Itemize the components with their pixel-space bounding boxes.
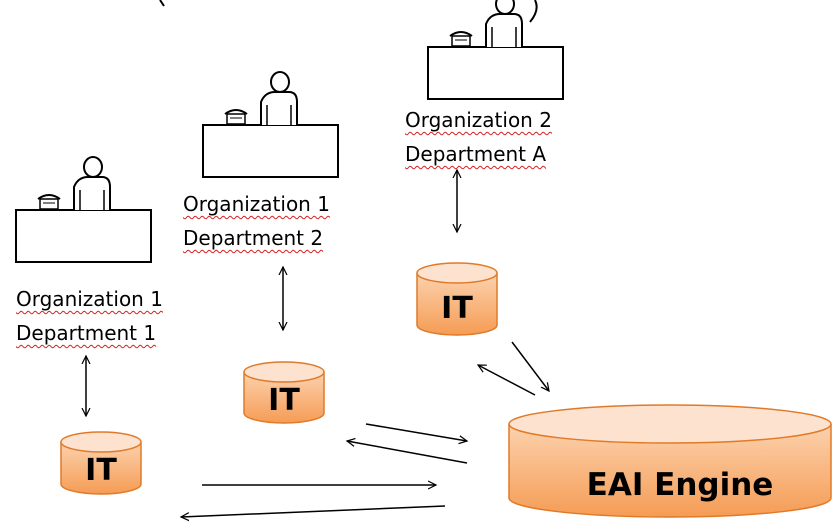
title-fragment-right (529, 0, 538, 23)
phone-icon (37, 194, 61, 210)
workstation-2-icon (202, 71, 339, 178)
station-1-dept: Department 1 (16, 321, 157, 345)
arrow-it3-to-eai (511, 341, 549, 391)
it-label-1: IT (85, 453, 117, 488)
station-3-org: Organization 2 (405, 108, 552, 132)
arrow-eai-to-it1 (181, 505, 446, 517)
station-2-dept: Department 2 (183, 226, 324, 250)
arrow-it2-to-eai (365, 423, 467, 441)
phone-icon (449, 31, 473, 47)
station-1-label: Organization 1 Department 1 (16, 282, 163, 350)
station-2-label: Organization 1 Department 2 (183, 187, 330, 255)
arrow-eai-to-it3 (478, 364, 536, 396)
title-fragment-left (159, 0, 165, 7)
it-label-2: IT (268, 383, 300, 418)
it-cylinder-1: IT (60, 431, 142, 495)
workstation-3-icon (427, 0, 564, 100)
phone-icon (224, 109, 248, 125)
station-1-org: Organization 1 (16, 287, 163, 311)
workstation-1-icon (15, 156, 152, 263)
it-label-3: IT (441, 291, 473, 326)
eai-engine-cylinder: EAI Engine (508, 404, 832, 518)
station-3-label: Organization 2 Department A (405, 103, 552, 171)
it-cylinder-2: IT (243, 361, 325, 424)
arrow-eai-to-it2 (347, 441, 468, 464)
eai-engine-label: EAI Engine (587, 467, 774, 503)
station-2-org: Organization 1 (183, 192, 330, 216)
it-cylinder-3: IT (416, 262, 498, 336)
station-3-dept: Department A (405, 142, 547, 166)
